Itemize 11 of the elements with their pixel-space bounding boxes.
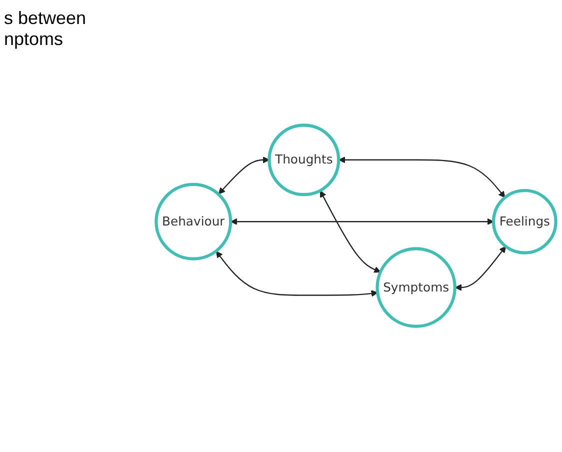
arrow bbox=[218, 156, 270, 195]
node-circle: Behaviour bbox=[154, 183, 232, 261]
arrow bbox=[338, 156, 506, 198]
node-circle: Thoughts bbox=[268, 124, 340, 196]
node-circle: Symptoms bbox=[376, 247, 456, 328]
node-circle: Feelings bbox=[492, 189, 558, 255]
arrow bbox=[216, 251, 378, 298]
note-text: s between nptoms bbox=[4, 8, 88, 50]
arrow bbox=[230, 218, 494, 226]
arrow bbox=[454, 246, 506, 292]
arrow bbox=[320, 190, 381, 273]
